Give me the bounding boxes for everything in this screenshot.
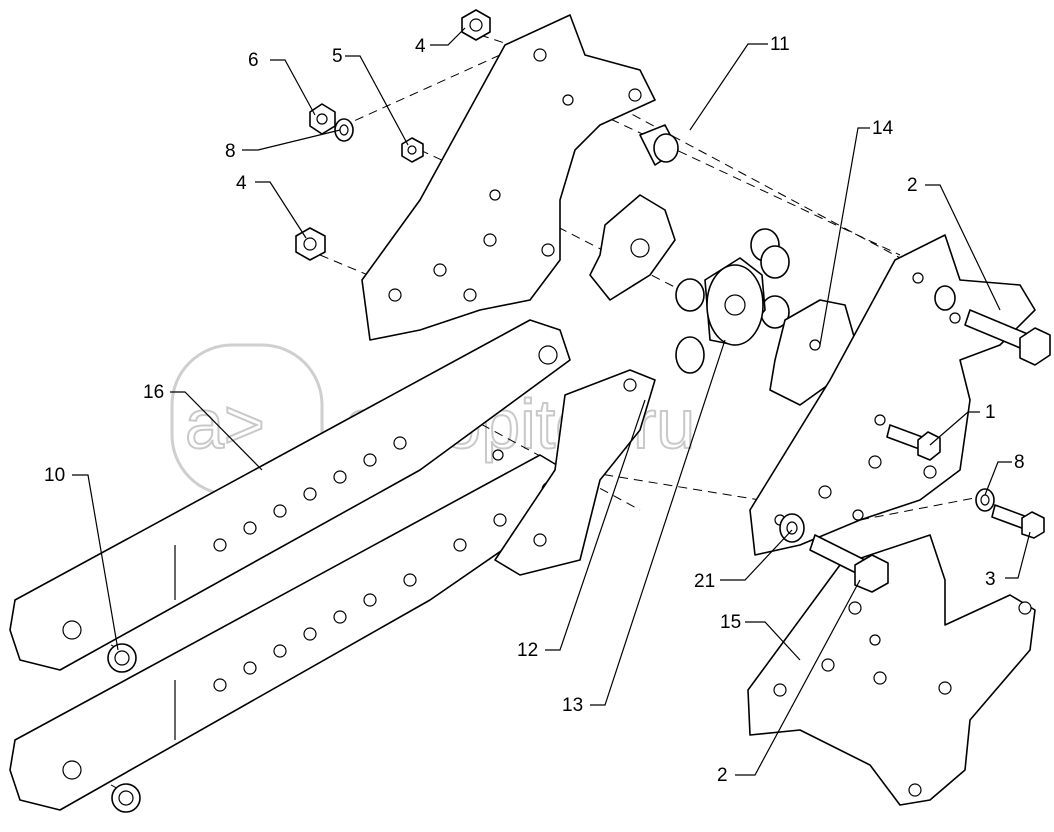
callout-14: 14 — [872, 118, 894, 139]
callout-16: 16 — [143, 382, 164, 403]
bolt-3 — [991, 504, 1045, 539]
arm-bracket — [492, 369, 656, 576]
callout-4-top: 4 — [415, 36, 426, 57]
callout-labels: 6 5 4 8 4 11 14 2 1 8 3 21 15 2 12 13 16… — [44, 34, 1025, 786]
lower-link-arm-upper — [9, 319, 571, 671]
callout-leaders — [72, 27, 1031, 776]
stop-disc-left — [589, 194, 676, 301]
callout-3: 3 — [985, 569, 996, 590]
nut-5 — [401, 137, 424, 163]
washer-8-top — [334, 118, 354, 142]
nut-6 — [309, 103, 336, 135]
bolt-2-bottom — [809, 534, 889, 593]
plate-15 — [747, 534, 1036, 806]
callout-1: 1 — [985, 402, 996, 423]
spacer-set-13 — [675, 228, 790, 374]
callout-6: 6 — [248, 50, 259, 71]
callout-5: 5 — [332, 46, 343, 67]
bolt-1 — [886, 424, 941, 461]
nut-4-top — [461, 9, 491, 41]
hardware — [107, 9, 1051, 813]
mounting-plate-right — [749, 234, 1036, 556]
callout-4-mid: 4 — [236, 173, 247, 194]
callout-2-bottom: 2 — [717, 765, 728, 786]
bushing-bottom — [111, 783, 141, 813]
callout-8-right: 8 — [1014, 452, 1025, 473]
mounting-plate-left — [361, 14, 656, 341]
nut-4-mid — [295, 227, 326, 261]
watermark-logo: a> — [185, 385, 265, 463]
callout-12: 12 — [517, 640, 538, 661]
callout-15: 15 — [720, 612, 741, 633]
washer-8-right — [975, 488, 995, 512]
callout-10: 10 — [44, 465, 65, 486]
callout-8-left: 8 — [225, 141, 236, 162]
bolt-2-top — [934, 285, 1051, 366]
callout-11: 11 — [770, 34, 790, 55]
callout-21: 21 — [694, 571, 715, 592]
bushing-11 — [639, 124, 679, 166]
bushing-10 — [107, 643, 137, 673]
washer-21 — [779, 513, 805, 543]
callout-13: 13 — [562, 695, 583, 716]
callout-2-top: 2 — [907, 175, 918, 196]
